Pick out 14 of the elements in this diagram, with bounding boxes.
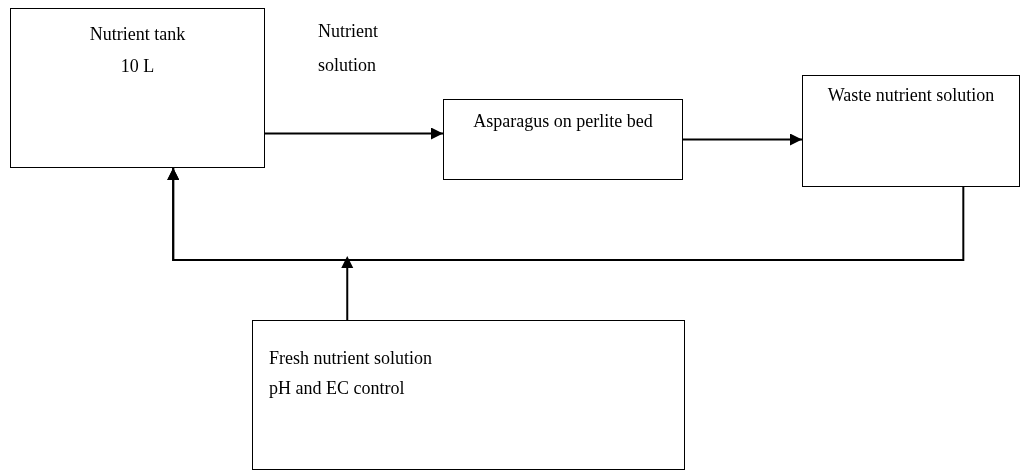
arrow [682, 133, 803, 146]
box-text: Asparagus on perlite bed [473, 110, 653, 133]
process-box [802, 75, 1020, 187]
box-text: Waste nutrient solution [827, 84, 995, 107]
process-box [252, 320, 685, 470]
arrow [264, 127, 444, 140]
arrow [167, 167, 354, 321]
box-text: 10 L [120, 55, 155, 79]
box-text: pH and EC control [269, 377, 405, 401]
edge-label: Nutrient solution [318, 20, 379, 78]
process-box [443, 99, 683, 180]
box-text: Fresh nutrient solution [269, 347, 432, 370]
box-text: Nutrient tank [89, 23, 186, 46]
process-box [10, 8, 265, 168]
